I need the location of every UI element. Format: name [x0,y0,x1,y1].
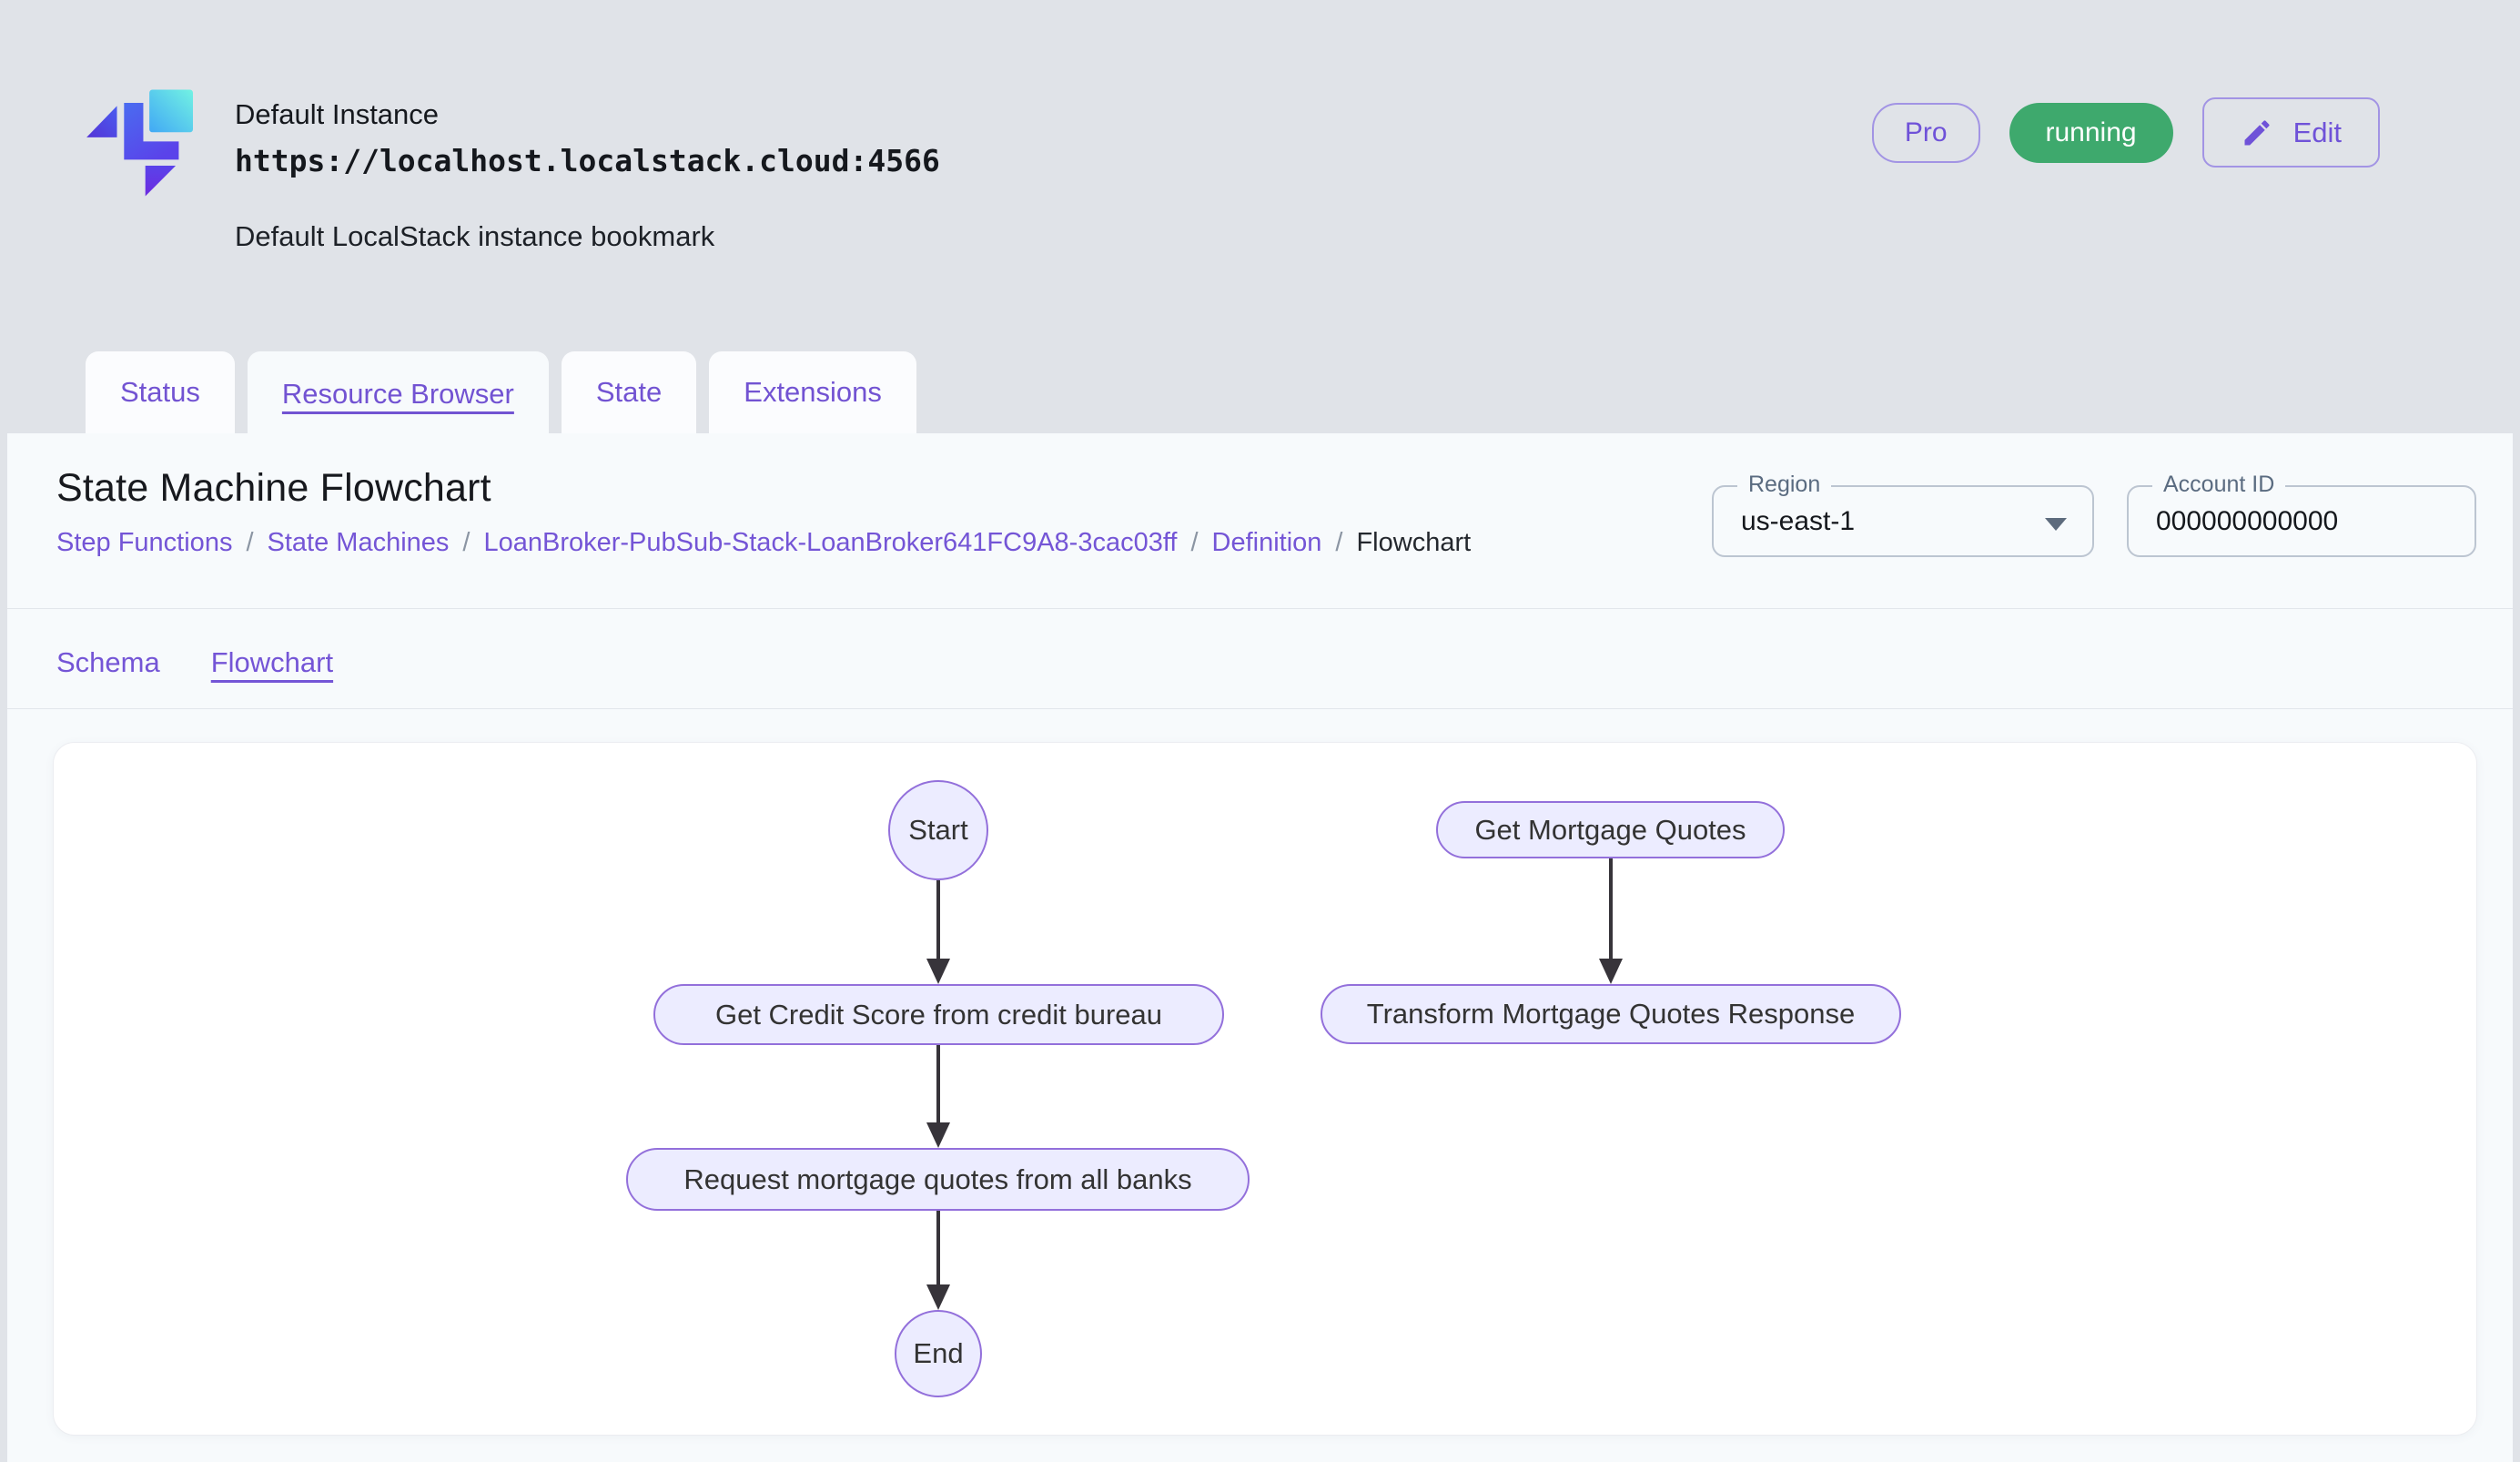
flow-node-start[interactable]: Start [888,780,988,880]
flow-node-end[interactable]: End [895,1310,982,1397]
arrowhead-icon [926,959,950,984]
chevron-down-icon [2045,518,2067,531]
flowchart-card: Start Get Credit Score from credit burea… [53,742,2477,1436]
page-title: State Machine Flowchart [56,466,491,511]
breadcrumb-state-machines[interactable]: State Machines [268,528,450,558]
status-badge: running [2009,103,2173,163]
arrowhead-icon [926,1122,950,1148]
tab-resource-browser[interactable]: Resource Browser [248,351,549,437]
subtab-schema[interactable]: Schema [56,646,160,679]
breadcrumb-separator: / [1335,528,1342,558]
tab-state[interactable]: State [562,351,696,433]
flow-node-request-quotes[interactable]: Request mortgage quotes from all banks [626,1148,1250,1211]
instance-name: Default Instance [235,98,940,131]
breadcrumb-step-functions[interactable]: Step Functions [56,528,232,558]
pro-badge[interactable]: Pro [1872,103,1980,163]
flow-node-get-mortgage-quotes[interactable]: Get Mortgage Quotes [1436,801,1785,858]
flow-node-transform-response[interactable]: Transform Mortgage Quotes Response [1321,984,1901,1044]
breadcrumb-state-machine-name[interactable]: LoanBroker-PubSub-Stack-LoanBroker641FC9… [483,528,1177,558]
instance-url: https://localhost.localstack.cloud:4566 [235,143,940,178]
breadcrumb-separator: / [1190,528,1198,558]
tab-status[interactable]: Status [86,351,235,433]
main-tabs: Status Resource Browser State Extensions [86,351,916,433]
breadcrumb-current: Flowchart [1356,528,1471,558]
flow-edge-credit-request [926,1045,950,1148]
localstack-logo [86,88,193,198]
divider [7,608,2513,609]
flow-edge-gmq-transform [1599,858,1623,984]
account-id-field: Account ID [2127,485,2476,557]
breadcrumb-separator: / [246,528,253,558]
edit-button-label: Edit [2293,117,2342,149]
instance-description: Default LocalStack instance bookmark [235,220,940,253]
region-value: us-east-1 [1741,487,1855,555]
arrowhead-icon [926,1284,950,1310]
account-id-input[interactable] [2156,489,2447,554]
breadcrumb: Step Functions / State Machines / LoanBr… [56,528,1471,558]
definition-subtabs: Schema Flowchart [56,635,333,691]
divider [7,708,2513,709]
tab-extensions[interactable]: Extensions [709,351,916,433]
subtab-flowchart[interactable]: Flowchart [211,646,333,679]
edit-button[interactable]: Edit [2202,97,2380,168]
breadcrumb-definition[interactable]: Definition [1212,528,1322,558]
arrowhead-icon [1599,959,1623,984]
breadcrumb-separator: / [462,528,470,558]
pencil-icon [2241,117,2273,149]
flow-edge-start-credit [926,880,950,984]
region-select[interactable]: Region us-east-1 [1712,485,2094,557]
flow-edge-request-end [926,1211,950,1310]
resource-browser-panel: State Machine Flowchart Step Functions /… [7,433,2513,1462]
flow-node-get-credit-score[interactable]: Get Credit Score from credit bureau [653,984,1224,1045]
